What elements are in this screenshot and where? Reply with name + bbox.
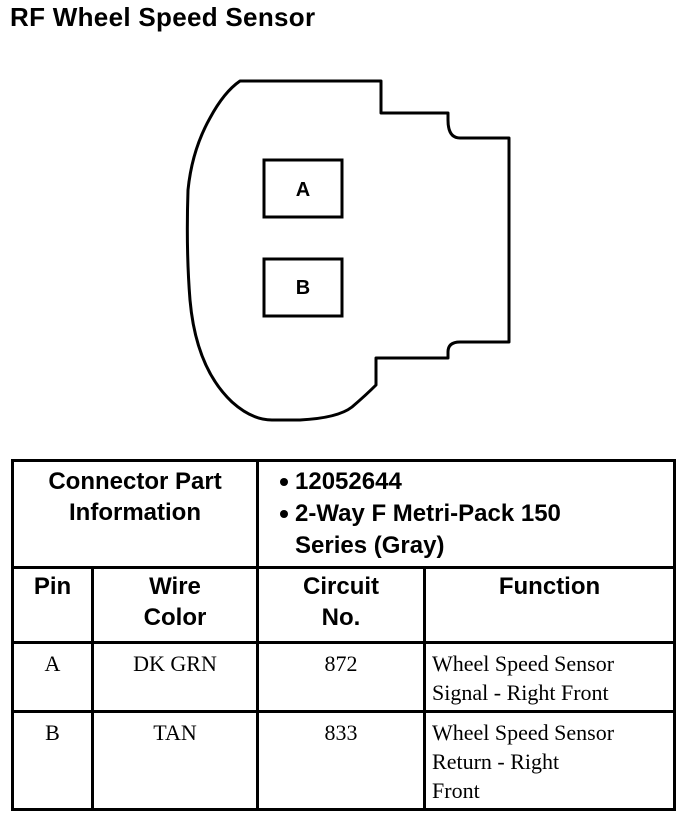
table-row: B TAN 833 Wheel Speed Sensor Return - Ri…	[11, 710, 677, 811]
function-column-header: Function	[423, 566, 677, 644]
connector-part-row: Connector Part Information 12052644 2-Wa…	[10, 459, 677, 569]
pin-cell: B	[11, 710, 94, 811]
connector-part-info-label: Connector Part Information	[48, 468, 222, 526]
circuit-column-header: Circuit No.	[256, 566, 427, 644]
connector-part-info-values: 12052644 2-Way F Metri-Pack 150 Series (…	[256, 459, 677, 569]
table-row: A DK GRN 872 Wheel Speed Sensor Signal -…	[11, 641, 677, 713]
column-header-row: Pin Wire Color Circuit No. Function	[11, 566, 677, 644]
page-title: RF Wheel Speed Sensor	[10, 2, 316, 32]
connector-info-table: Connector Part Information 12052644 2-Wa…	[10, 459, 677, 811]
pin-a-cavity	[262, 158, 344, 219]
circuit-cell: 833	[256, 710, 427, 811]
pin-cell: A	[11, 641, 94, 713]
pin-column-header: Pin	[11, 566, 94, 644]
circuit-cell: 872	[256, 641, 427, 713]
wire-color-cell: DK GRN	[90, 641, 260, 713]
connector-type-bullet: 2-Way F Metri-Pack 150 Series (Gray)	[280, 498, 667, 562]
connector-part-info-label-cell: Connector Part Information	[10, 459, 260, 569]
wire-color-column-header: Wire Color	[90, 566, 260, 644]
pin-b-cavity	[262, 257, 344, 318]
pin-b-label: B	[296, 277, 310, 299]
connector-diagram: A B	[185, 79, 511, 422]
pin-a-label: A	[296, 179, 310, 201]
function-cell: Wheel Speed Sensor Signal - Right Front	[423, 641, 677, 713]
function-cell: Wheel Speed Sensor Return - Right Front	[423, 710, 677, 811]
connector-outline	[185, 79, 511, 422]
wire-color-cell: TAN	[90, 710, 260, 811]
part-number-bullet: 12052644	[280, 466, 667, 498]
